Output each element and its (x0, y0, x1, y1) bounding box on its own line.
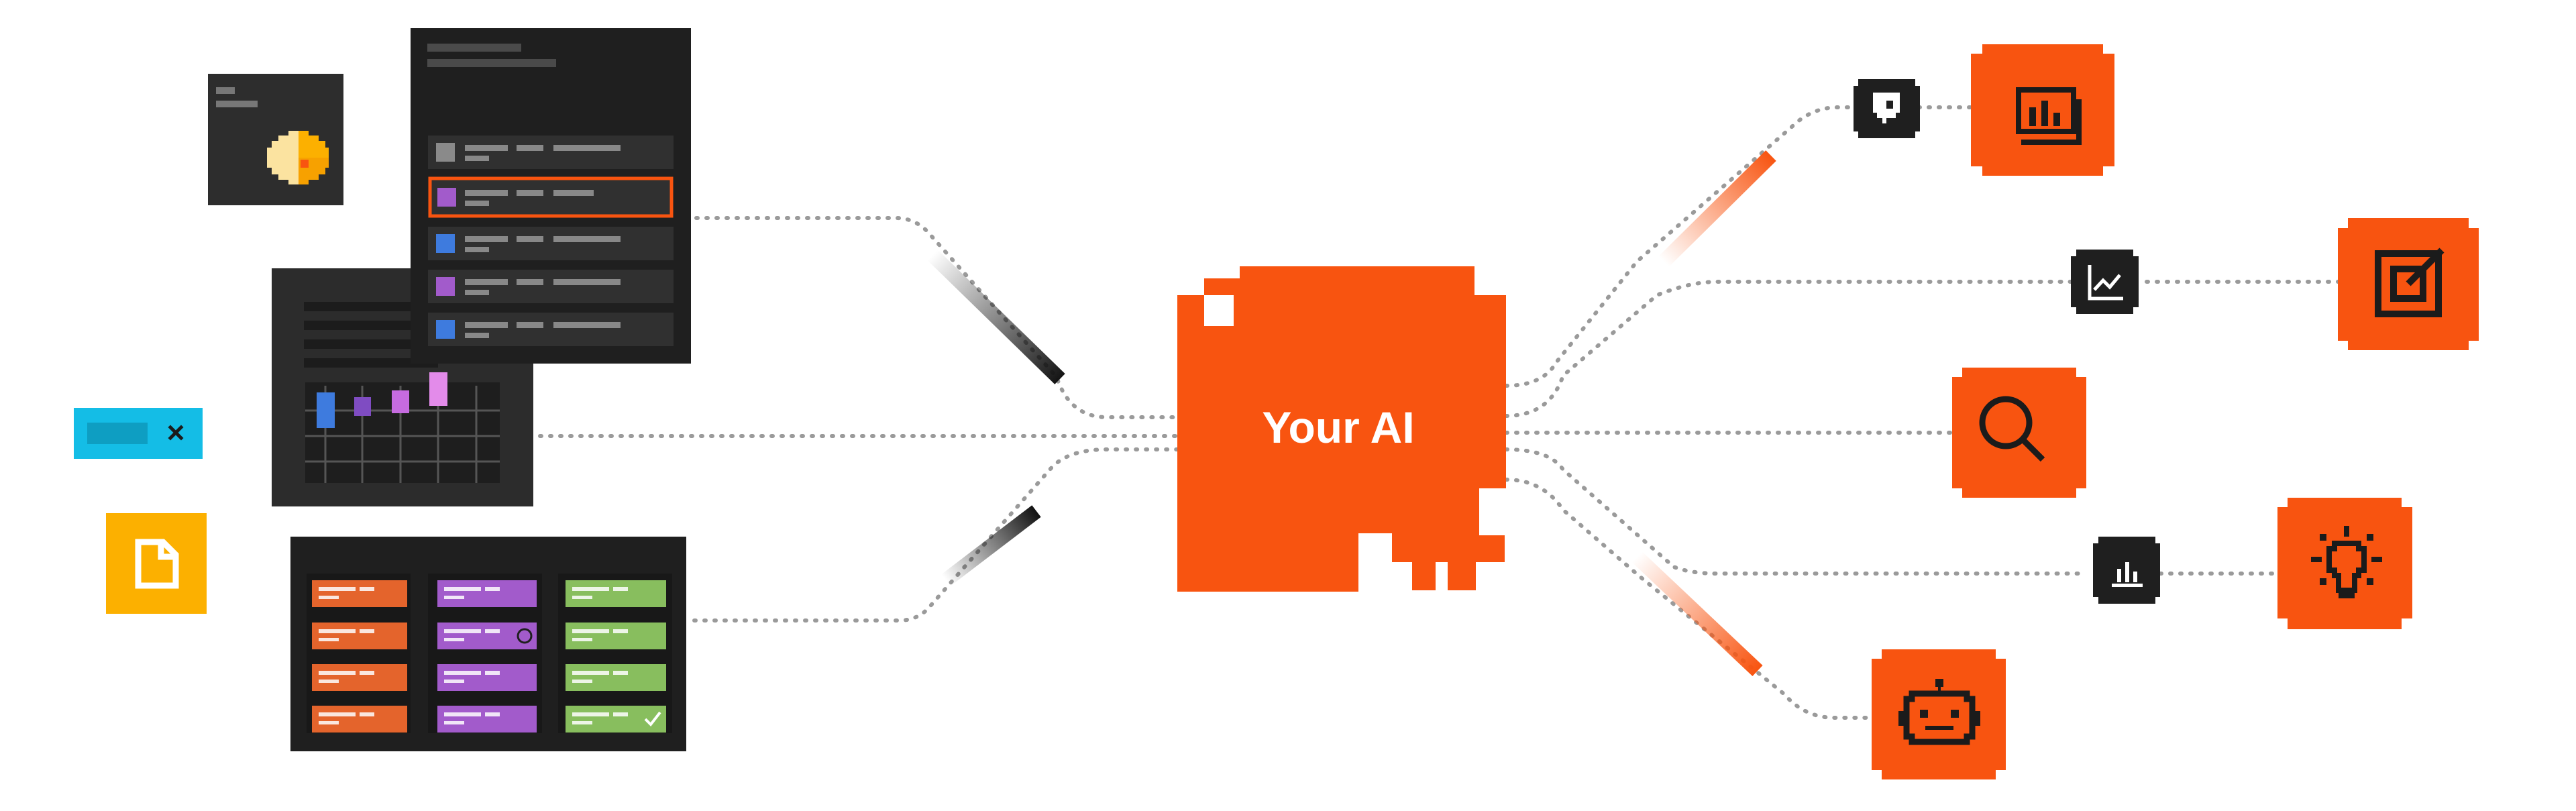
close-icon (168, 425, 184, 441)
tag-chip[interactable] (74, 408, 203, 459)
bar-chart-connector (2093, 537, 2160, 604)
input-gradient-beams (724, 250, 1065, 586)
shield-connector (1854, 79, 1920, 138)
connector-report (1504, 105, 1984, 388)
output-gradient-beams (1631, 150, 2009, 676)
data-list-panel (411, 28, 691, 364)
document-icon (135, 539, 179, 589)
check-icon (644, 711, 661, 727)
beam-kanban-panel (941, 505, 1041, 586)
beam-list-panel (927, 250, 1065, 384)
beam-report (1658, 150, 1776, 267)
search-icon (1979, 396, 2045, 462)
report-output (1971, 44, 2114, 176)
list-panel-icon (428, 136, 674, 346)
connector-list-panel (694, 216, 1183, 419)
connector-insight (1504, 447, 2279, 576)
kanban-board-icon (312, 580, 666, 733)
bar-report-icon (2016, 87, 2082, 145)
target-icon (2375, 248, 2445, 317)
robot-icon (1898, 679, 1980, 745)
target-output (2338, 218, 2479, 350)
connector-bot (1504, 478, 1874, 720)
your-ai-shape (1177, 266, 1506, 592)
output-connectors (1504, 105, 2350, 720)
search-output (1952, 368, 2086, 498)
lightbulb-icon (2311, 526, 2382, 598)
connector-kanban-panel (692, 447, 1183, 623)
pie-chart-widget (208, 74, 343, 205)
clock-icon (517, 628, 533, 644)
your-ai-label: Your AI (1262, 402, 1414, 452)
bar-chart-icon (2112, 562, 2143, 587)
your-ai-node: Your AI (1177, 266, 1506, 592)
line-chart-icon (2088, 265, 2123, 301)
bot-output (1872, 649, 2006, 779)
pie-chart-icon (267, 131, 329, 184)
beam-bot (1631, 551, 1763, 676)
insight-output (2277, 498, 2412, 629)
document-tile[interactable] (106, 513, 207, 614)
line-chart-connector (2071, 250, 2139, 314)
connector-target (1504, 280, 2350, 418)
kanban-board-panel (290, 537, 686, 751)
